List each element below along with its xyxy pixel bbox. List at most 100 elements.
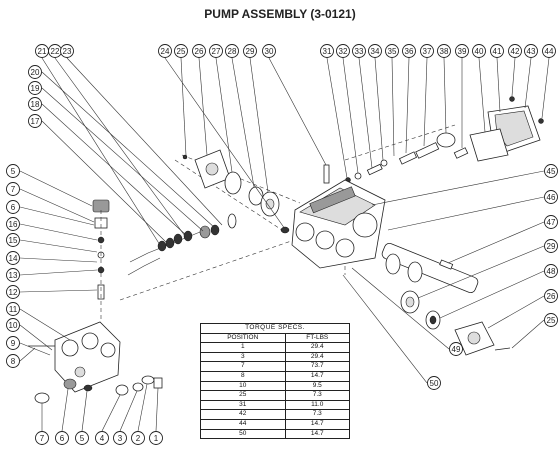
- rear-cover-assembly: [469, 96, 544, 162]
- torque-cell: 73.7: [284, 361, 350, 372]
- callout-label: 2: [136, 434, 141, 443]
- callout-label: 14: [9, 254, 18, 263]
- callout-label: 33: [355, 47, 364, 56]
- position-cell: 44: [200, 418, 286, 430]
- callout-label: 48: [547, 267, 556, 276]
- callout-label: 7: [11, 185, 16, 194]
- callout-label: 46: [547, 193, 556, 202]
- torque-table-title: TORQUE SPECS.: [200, 323, 350, 334]
- callout-label: 39: [458, 47, 467, 56]
- callout-label: 37: [423, 47, 432, 56]
- torque-cell: 11.0: [284, 399, 350, 411]
- callout-label: 21: [38, 47, 47, 56]
- assembly-axis-lines: [119, 124, 456, 301]
- callout-label: 49: [452, 345, 461, 354]
- torque-cell: 14.7: [284, 428, 350, 440]
- callout-label: 32: [339, 47, 348, 56]
- callout-label: 7: [40, 434, 45, 443]
- position-cell: 25: [200, 390, 286, 401]
- callout-label: 44: [545, 47, 554, 56]
- callout-label: 29: [246, 47, 255, 56]
- position-cell: 8: [200, 370, 286, 382]
- position-cell: 31: [200, 399, 286, 411]
- callout-label: 4: [100, 434, 105, 443]
- seal-kits: [127, 213, 290, 276]
- torque-cell: 29.4: [284, 342, 350, 353]
- callout-label: 23: [63, 47, 72, 56]
- torque-cell: 14.7: [284, 370, 350, 382]
- callout-label: 26: [195, 47, 204, 56]
- callouts-left: 20 19 18 17 5 7 6 16 15 14 13 12 11 10 9…: [6, 65, 216, 368]
- callout-label: 27: [212, 47, 221, 56]
- callout-label: 28: [228, 47, 237, 56]
- callout-label: 19: [31, 84, 40, 93]
- callout-label: 6: [11, 203, 16, 212]
- bottom-components: [34, 375, 163, 404]
- torque-cell: 9.5: [284, 380, 350, 392]
- torque-cell: 14.7: [284, 418, 350, 430]
- callout-label: 29: [547, 242, 556, 251]
- callout-label: 24: [161, 47, 170, 56]
- crankcase: [291, 179, 386, 269]
- callout-label: 1: [154, 434, 159, 443]
- callout-label: 45: [547, 167, 556, 176]
- torque-cell: 29.4: [284, 351, 350, 363]
- torque-cell: 7.3: [284, 409, 350, 420]
- position-cell: 1: [200, 342, 286, 353]
- position-cell: 3: [200, 351, 286, 363]
- callout-label: 40: [475, 47, 484, 56]
- callout-label: 36: [405, 47, 414, 56]
- callout-label: 35: [388, 47, 397, 56]
- callout-label: 26: [547, 292, 556, 301]
- callout-label: 50: [430, 379, 439, 388]
- callout-label: 38: [440, 47, 449, 56]
- callout-label: 22: [51, 47, 60, 56]
- callout-label: 41: [493, 47, 502, 56]
- callout-label: 10: [9, 321, 18, 330]
- callout-label: 5: [11, 167, 16, 176]
- callout-label: 8: [11, 357, 16, 366]
- torque-cell: 7.3: [284, 390, 350, 401]
- column-header-position: POSITION: [200, 332, 286, 344]
- right-bearing-group: [400, 290, 511, 356]
- callout-label: 20: [31, 68, 40, 77]
- callout-label: 13: [9, 271, 18, 280]
- callouts-bottom: 7 6 5 4 3 2 1: [35, 383, 163, 445]
- callout-label: 6: [60, 434, 65, 443]
- callout-label: 11: [9, 305, 18, 314]
- callout-label: 9: [11, 339, 16, 348]
- callout-label: 16: [9, 220, 18, 229]
- callout-label: 25: [177, 47, 186, 56]
- callout-label: 15: [9, 236, 18, 245]
- manifold: [28, 321, 121, 393]
- diagram-title: PUMP ASSEMBLY (3-0121): [204, 7, 355, 21]
- column-header-ft-lbs: FT-LBS: [284, 332, 350, 344]
- callout-label: 25: [547, 316, 556, 325]
- callout-label: 12: [9, 288, 18, 297]
- callout-label: 5: [80, 434, 85, 443]
- callout-label: 42: [511, 47, 520, 56]
- callout-label: 30: [265, 47, 274, 56]
- callout-label: 43: [527, 47, 536, 56]
- callouts-top: 21 22 23 24 25 26 27 28 29 30 31 32 33 3…: [35, 44, 556, 246]
- crankshaft: [381, 242, 479, 294]
- position-cell: 10: [200, 380, 286, 392]
- callout-label: 47: [547, 218, 556, 227]
- callout-label: 17: [31, 117, 40, 126]
- callout-label: 34: [371, 47, 380, 56]
- position-cell: 7: [200, 361, 286, 372]
- callouts-right: 45 46 47 29 48 26 25 49 50: [342, 164, 558, 390]
- position-cell: 42: [200, 409, 286, 420]
- callout-label: 18: [31, 100, 40, 109]
